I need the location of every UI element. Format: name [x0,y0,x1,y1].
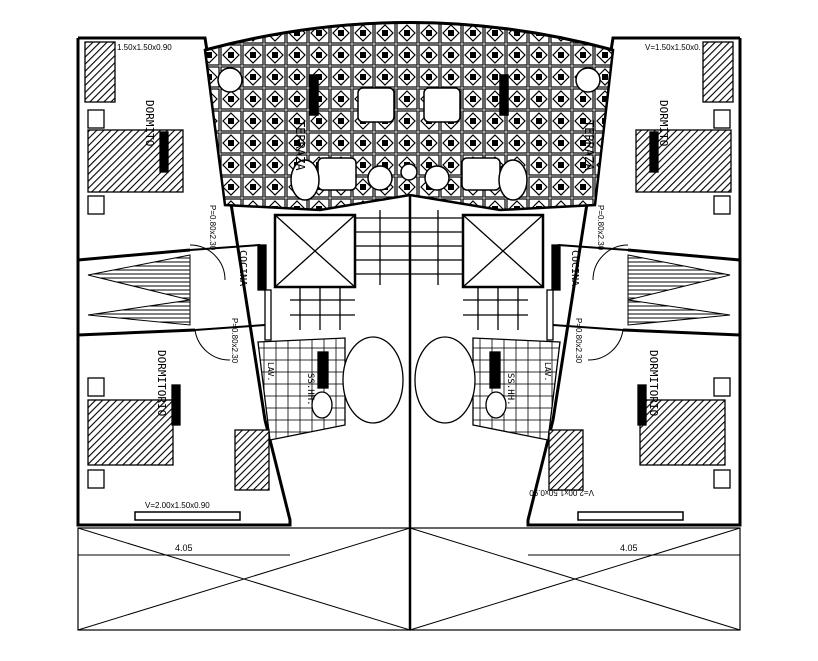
left-unit [76,36,411,631]
laundry-label-left: LAV. [266,362,275,381]
bathrooms [257,336,561,441]
door-label-mid-right: P=0.80x2.30 [574,318,583,364]
window-label-top-left: 1.50x1.50x0.90 [117,43,172,52]
terrace-label-right: TERRAZA [582,120,596,171]
door-label-top-right: P=0.80x2.30 [596,205,605,251]
door-label-top-left: P=0.80x2.30 [208,205,217,251]
bedroom-label-top-right: DORMITO [657,100,670,146]
laundry-label-right: LAV. [543,362,552,381]
stair-core [273,210,545,330]
window-label-bottom-left: V=2.00x1.50x0.90 [145,501,210,510]
bath-label-right: SS.HH. [505,373,515,406]
dimension-label-right: 4.05 [620,543,638,553]
right-unit [409,36,742,631]
window-label-bottom-right: V=2.00x1.50x0.90 [529,488,594,497]
beds [84,41,734,491]
door-label-mid-left: P=0.80x2.30 [230,318,239,364]
terrace-furniture [217,67,601,201]
terrace-tiles [203,21,615,212]
bath-label-left: SS.HH. [305,373,315,406]
kitchens [257,244,561,341]
bedroom-label-bottom-left: DORMITORIO [155,350,168,416]
kitchen-label-left: COCINA [237,250,248,286]
window-sills [134,511,684,521]
corridor-ramps [87,244,731,361]
bedroom-label-bottom-right: DORMITORIO [647,350,660,416]
kitchen-label-right: COCINA [569,250,580,286]
window-label-top-right: V=1.50x1.50x0. [645,43,701,52]
bedroom-label-top-left: DORMITO [143,100,156,146]
terrace-label-left: TERRAZA [293,120,307,171]
dimension-label-left: 4.05 [175,543,193,553]
